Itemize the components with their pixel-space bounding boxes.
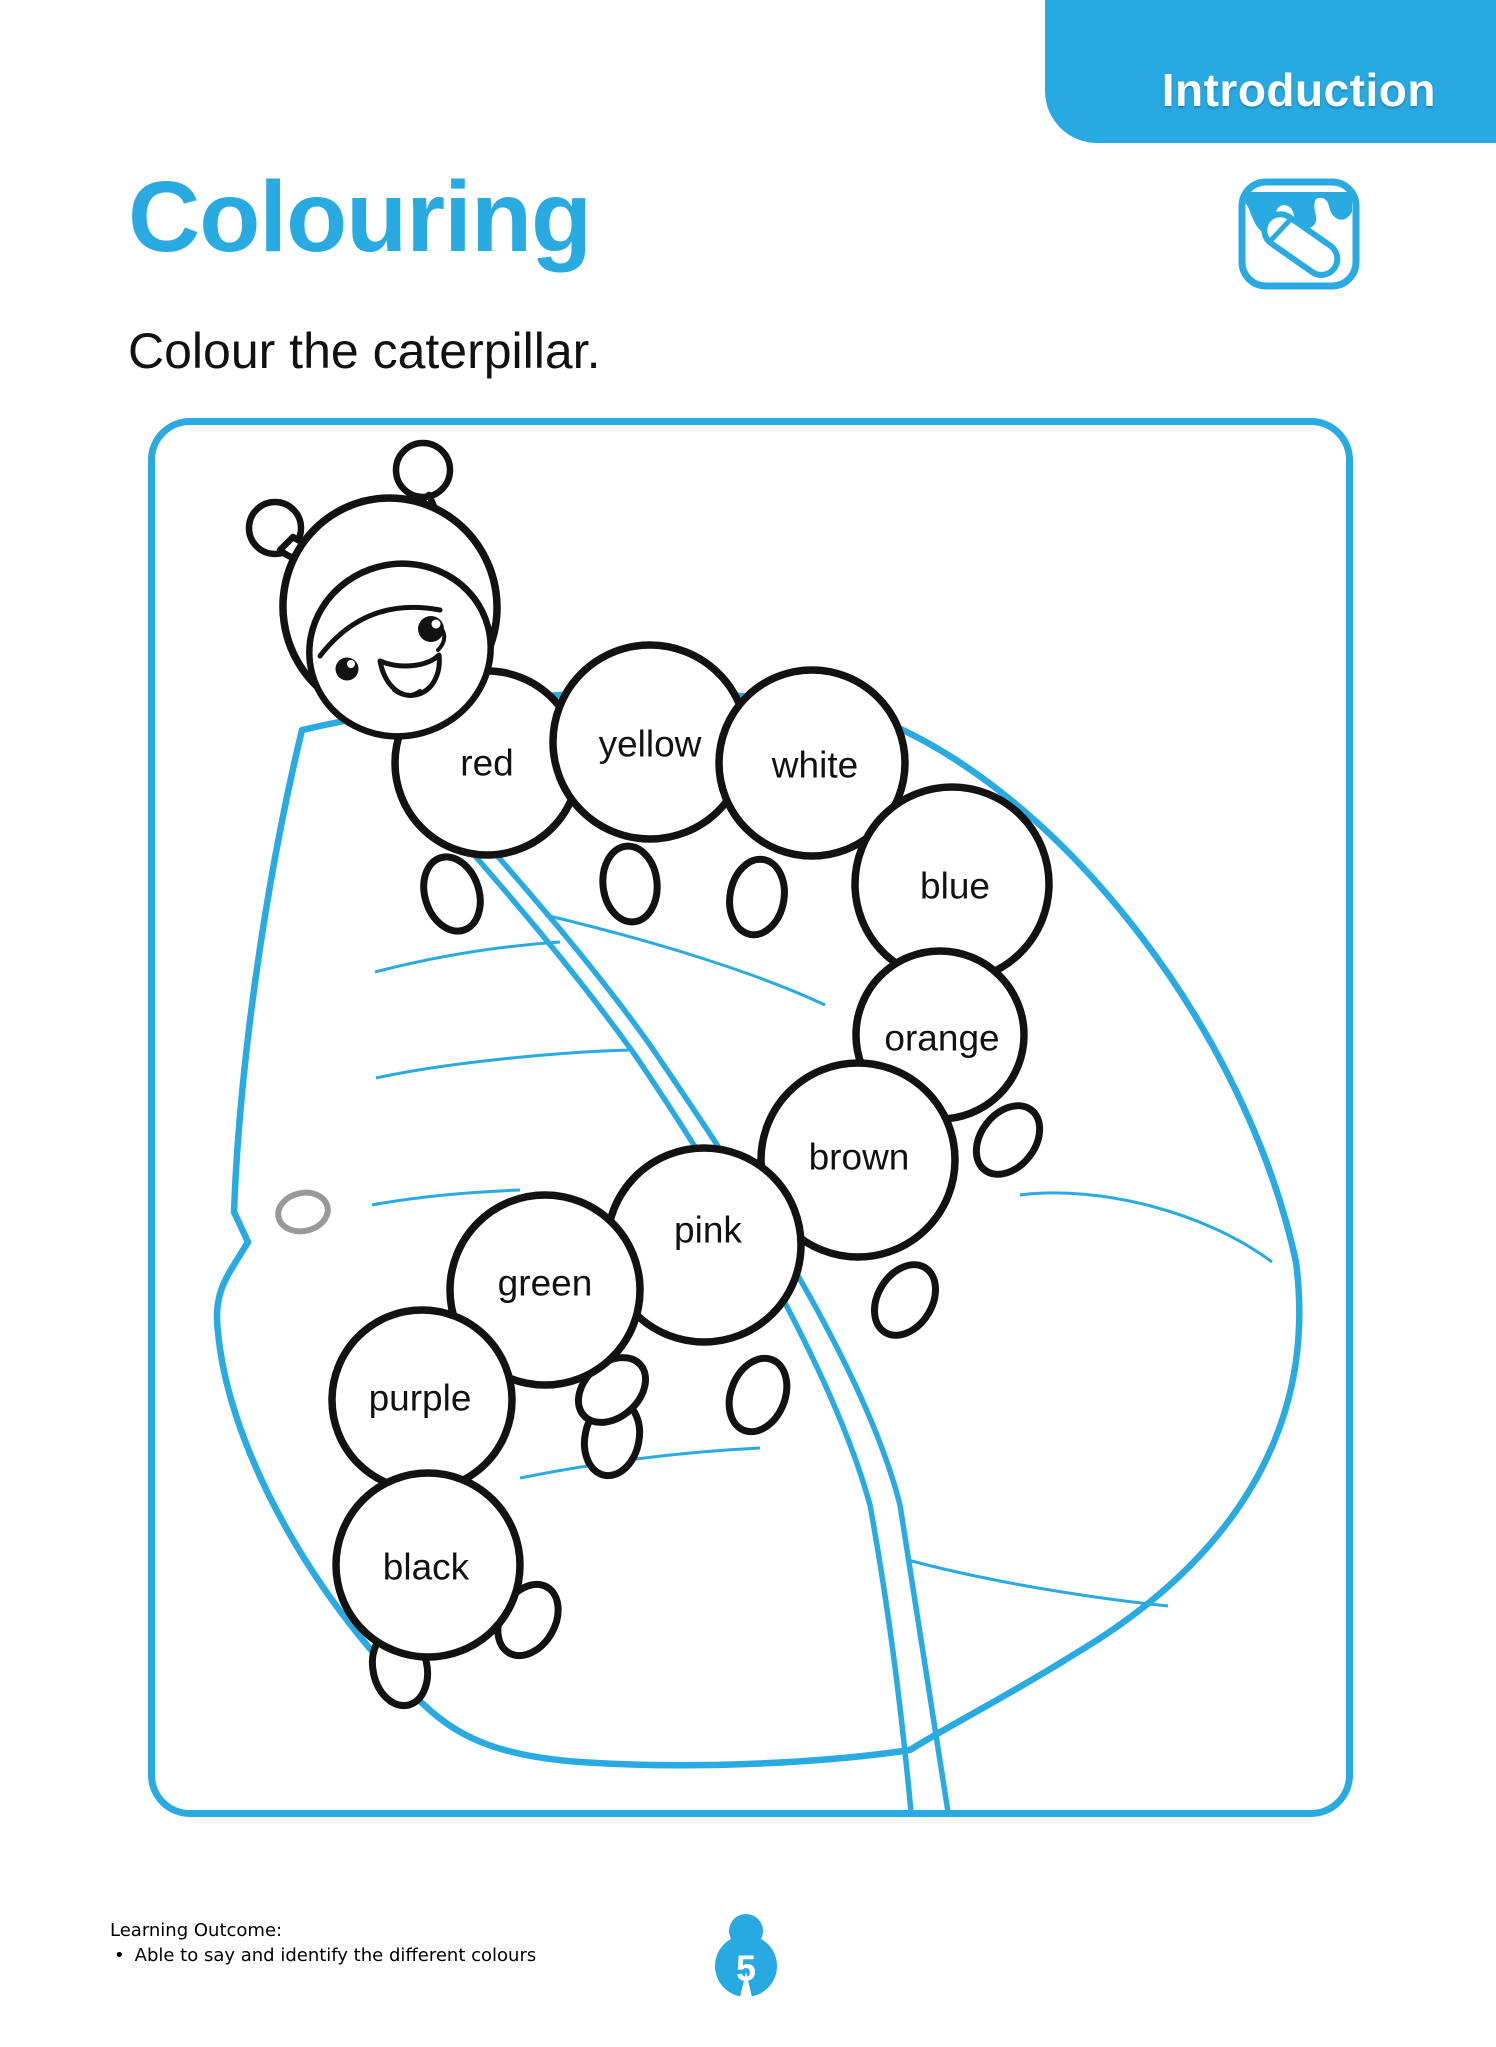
segment-black: black bbox=[332, 1469, 524, 1661]
segment-red-label: red bbox=[460, 743, 513, 784]
segment-purple: purple bbox=[328, 1306, 516, 1494]
tongue-line bbox=[392, 688, 422, 698]
leaf-veins bbox=[371, 913, 1273, 1608]
left-eye-highlight bbox=[347, 660, 355, 668]
segment-green-circle[interactable] bbox=[446, 1191, 644, 1389]
face bbox=[306, 560, 494, 740]
crayon bbox=[1261, 211, 1341, 278]
segment-green: green bbox=[446, 1191, 644, 1389]
introduction-tab: Introduction bbox=[1045, 0, 1496, 143]
segment-purple-label: purple bbox=[369, 1378, 472, 1419]
introduction-tab-label: Introduction bbox=[1161, 63, 1436, 116]
crayon-paint-icon bbox=[1238, 178, 1360, 290]
segment-white-label: white bbox=[771, 745, 858, 786]
learning-outcome-item: Able to say and identify the different c… bbox=[134, 1945, 537, 1966]
segment-blue-label: blue bbox=[920, 866, 990, 907]
footer: Learning Outcome: • Able to say and ident… bbox=[110, 1918, 536, 1968]
segment-yellow-label: yellow bbox=[599, 724, 702, 765]
bullet: • bbox=[114, 1945, 125, 1966]
page-number: 5 bbox=[736, 1948, 756, 1989]
segment-brown-circle[interactable] bbox=[757, 1059, 959, 1261]
segment-pink-label: pink bbox=[674, 1210, 742, 1251]
page-number-badge: 5 bbox=[715, 1914, 777, 1997]
leaf-hole bbox=[275, 1189, 331, 1235]
segment-black-label: black bbox=[383, 1547, 470, 1588]
smile-crease bbox=[436, 629, 447, 652]
learning-outcome-item-row: • Able to say and identify the different … bbox=[110, 1943, 536, 1968]
caterpillar-head bbox=[245, 439, 501, 740]
brow-line bbox=[317, 604, 443, 659]
right-eye-highlight bbox=[431, 619, 441, 629]
segment-yellow: yellow bbox=[549, 641, 751, 843]
segment-white-circle[interactable] bbox=[715, 666, 909, 860]
segment-black-circle[interactable] bbox=[332, 1469, 524, 1661]
instruction-text: Colour the caterpillar. bbox=[128, 323, 601, 379]
segment-blue: blue bbox=[851, 783, 1053, 985]
left-eye bbox=[335, 657, 359, 681]
segment-green-label: green bbox=[498, 1263, 593, 1304]
segment-brown: brown bbox=[757, 1059, 959, 1261]
right-antenna-ball bbox=[392, 439, 454, 501]
segment-brown-label: brown bbox=[809, 1137, 910, 1178]
segment-white: white bbox=[715, 666, 909, 860]
page-title: Colouring bbox=[128, 161, 592, 273]
learning-outcome-heading: Learning Outcome: bbox=[110, 1920, 283, 1941]
segment-orange-label: orange bbox=[884, 1018, 999, 1059]
right-eye bbox=[418, 616, 444, 642]
